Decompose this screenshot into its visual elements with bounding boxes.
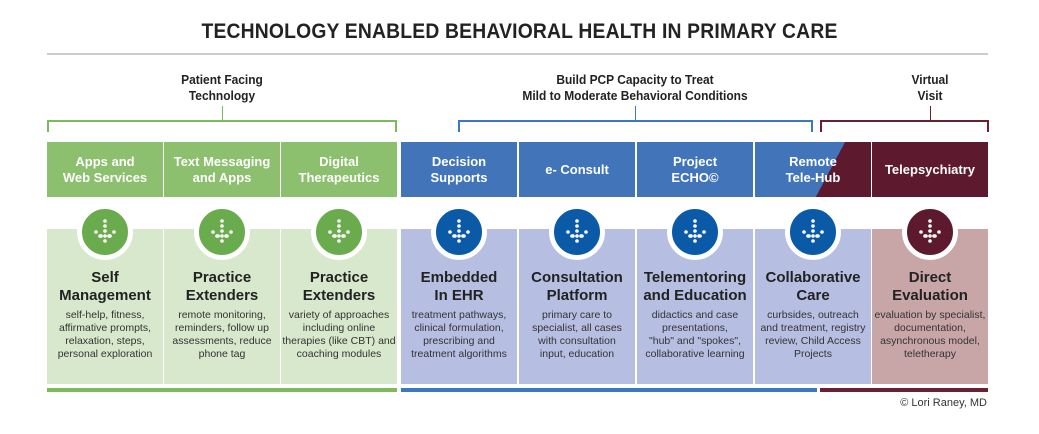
- column-title: Collaborative Care: [765, 269, 861, 304]
- column-title: Consultation Platform: [531, 269, 623, 304]
- column-body: Practice Extenders remote monitoring, rem…: [164, 229, 280, 384]
- arrow-down-dots-icon: [77, 204, 133, 260]
- bottom-bar-green: [47, 388, 397, 392]
- group-label-patient-facing: Patient Facing Technology: [181, 72, 263, 103]
- arrow-down-dots-icon: [311, 204, 367, 260]
- group-label-virtual-visit: Virtual Visit: [911, 72, 949, 103]
- column-header-label: Project ECHO©: [671, 153, 719, 185]
- column-body: Collaborative Care curbsides, outreach an…: [755, 229, 871, 384]
- column-header: Apps and Web Services: [47, 142, 163, 197]
- arrow-down-dots-icon: [549, 204, 605, 260]
- title-divider: [47, 53, 988, 55]
- column-header: e- Consult: [519, 142, 635, 197]
- arrow-down-dots-icon: [431, 204, 487, 260]
- column-body: Direct Evaluation evaluation by specialis…: [872, 229, 988, 384]
- group-label-build-pcp: Build PCP Capacity to Treat Mild to Mode…: [522, 72, 748, 103]
- column-header-label: Apps and Web Services: [62, 153, 148, 185]
- column-header-label: Telepsychiatry: [884, 161, 976, 177]
- column-header: Remote Tele-Hub: [755, 142, 871, 197]
- column-description: evaluation by specialist, documentation,…: [874, 309, 986, 360]
- column-description: curbsides, outreach and treatment, regis…: [760, 309, 866, 360]
- column-header: Project ECHO©: [637, 142, 753, 197]
- column-header: Decision Supports: [401, 142, 517, 197]
- column-header: Text Messaging and Apps: [164, 142, 280, 197]
- column-title: Practice Extenders: [185, 269, 259, 304]
- column-header: Digital Therapeutics: [281, 142, 397, 197]
- bottom-bar-blue: [401, 388, 817, 392]
- column-description: didactics and case presentations, "hub" …: [645, 309, 745, 360]
- column-body: Consultation Platform primary care to spe…: [519, 229, 635, 384]
- arrow-down-dots-icon: [667, 204, 723, 260]
- column-header: Telepsychiatry: [872, 142, 988, 197]
- column-description: variety of approaches including online t…: [282, 309, 396, 360]
- column-title: Telementoring and Education: [643, 269, 747, 304]
- column-header-label: Decision Supports: [430, 153, 488, 185]
- column-header-label: Digital Therapeutics: [298, 153, 380, 185]
- column-header-label: Remote Tele-Hub: [785, 153, 841, 185]
- arrow-down-dots-icon: [194, 204, 250, 260]
- column-title: Self Management: [59, 269, 151, 304]
- column-description: self-help, fitness, affirmative prompts,…: [57, 309, 153, 360]
- page-title: TECHNOLOGY ENABLED BEHAVIORAL HEALTH IN …: [201, 20, 838, 43]
- column-header-label: e- Consult: [545, 161, 609, 177]
- column-description: remote monitoring, reminders, follow up …: [172, 309, 272, 360]
- bottom-bar-maroon: [820, 388, 988, 392]
- column-body: Telementoring and Education didactics and…: [637, 229, 753, 384]
- copyright: © Lori Raney, MD: [900, 397, 987, 409]
- column-title: Direct Evaluation: [892, 269, 968, 304]
- column-title: Practice Extenders: [302, 269, 376, 304]
- column-description: treatment pathways, clinical formulation…: [411, 309, 507, 360]
- arrow-down-dots-icon: [785, 204, 841, 260]
- column-title: Embedded In EHR: [420, 269, 498, 304]
- column-description: primary care to specialist, all cases wi…: [532, 309, 622, 360]
- arrow-down-dots-icon: [902, 204, 958, 260]
- column-header-label: Text Messaging and Apps: [173, 153, 271, 185]
